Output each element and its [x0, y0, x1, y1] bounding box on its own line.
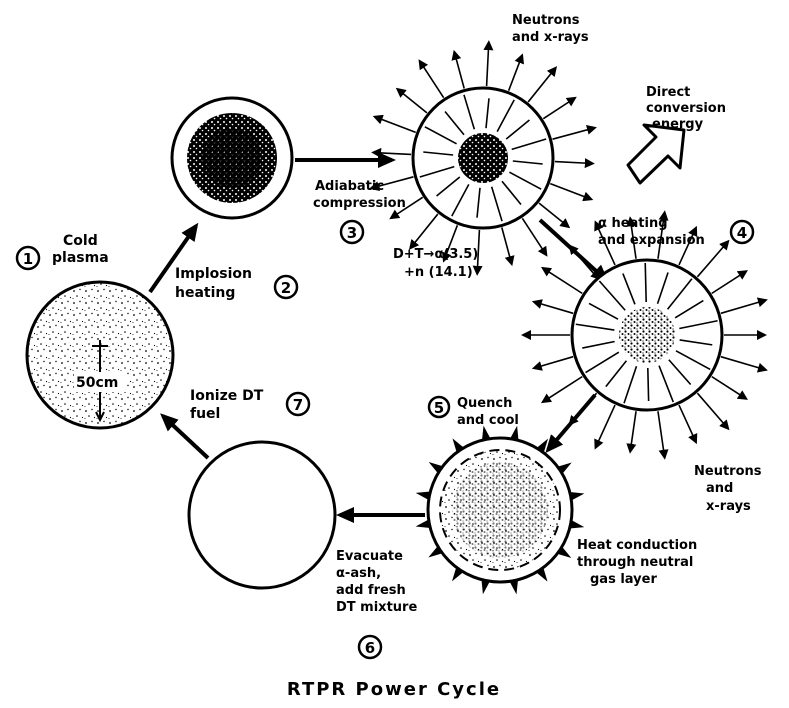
expansion-sphere — [523, 212, 766, 457]
svg-text:6: 6 — [365, 639, 375, 657]
svg-text:5: 5 — [434, 399, 444, 417]
neutron-ray — [397, 89, 427, 113]
arrow-4-to-5 — [548, 395, 595, 450]
neutron-ray — [410, 214, 438, 248]
evacuate-label-3: add fresh — [336, 583, 406, 598]
neutron-ray — [502, 228, 512, 265]
neutron-ray — [509, 55, 523, 91]
heat-spike — [481, 580, 489, 595]
diagram-title: RTPR Power Cycle — [287, 679, 501, 700]
quench-label-2: and cool — [457, 413, 519, 428]
cold-plasma-sphere — [27, 282, 173, 428]
heat-conduction-label-2: through neutral — [577, 555, 693, 570]
quench-sphere — [416, 426, 585, 595]
adiabatic-label-2: compression — [313, 196, 406, 211]
neutron-ray — [595, 405, 615, 448]
neutron-ray — [543, 98, 575, 119]
neutron-ray — [679, 405, 696, 442]
quench-label-1: Quench — [457, 396, 512, 411]
neutron-ray — [721, 357, 766, 370]
heat-spike — [510, 580, 518, 595]
neutron-ray — [712, 271, 746, 293]
arrow-6-to-1 — [163, 416, 208, 458]
neutron-ray — [697, 393, 728, 429]
evacuate-label-1: Evacuate — [336, 549, 403, 564]
step-5-marker: 5 — [429, 397, 449, 417]
evacuate-label-4: DT mixture — [336, 600, 417, 615]
neutron-ray — [630, 411, 636, 452]
step-4-marker: 4 — [731, 221, 753, 243]
step-1-marker: 1 — [17, 247, 39, 269]
reaction-label-1: D+T→α(3.5) — [393, 247, 478, 262]
empty-sphere — [189, 442, 335, 588]
expansion-neutrons-label-2: and — [706, 481, 733, 496]
direct-conversion-arrow-icon — [628, 125, 684, 183]
implosion-label-1: Implosion — [175, 266, 252, 282]
neutron-ray — [420, 61, 444, 98]
step-6-marker: 6 — [359, 636, 381, 658]
direct-label-2: conversion — [646, 101, 726, 116]
ionize-label-2: fuel — [190, 406, 220, 422]
neutron-ray — [375, 117, 416, 133]
heat-spike — [416, 491, 431, 499]
adiabatic-label-1: Adiabatic — [315, 179, 384, 194]
svg-text:4: 4 — [737, 224, 747, 242]
implosion-label-2: heating — [175, 285, 235, 301]
step-2-marker: 2 — [275, 276, 297, 298]
ionize-label-1: Ionize DT — [190, 388, 264, 404]
cold-plasma-label-1: Cold — [63, 233, 98, 249]
reaction-label-2: +n (14.1) — [404, 265, 473, 280]
neutron-ray — [658, 411, 665, 458]
step-3-marker: 3 — [341, 221, 363, 243]
neutron-ray — [553, 128, 595, 139]
heat-conduction-label-3: gas layer — [590, 572, 657, 587]
sphere-size-label: 50cm — [76, 375, 118, 391]
inner-ray — [648, 368, 649, 401]
alpha-heating-label-2: and expansion — [598, 233, 705, 248]
neutron-ray — [555, 162, 593, 164]
neutron-ray — [721, 300, 766, 313]
direct-label-1: Direct — [646, 85, 690, 100]
burn-neutrons-label-2: and x-rays — [512, 30, 589, 45]
neutron-ray — [570, 246, 597, 277]
burn-neutrons-label-1: Neutrons — [512, 13, 580, 28]
neutron-ray — [534, 357, 573, 369]
alpha-heating-label-1: α heating — [598, 216, 668, 231]
svg-text:2: 2 — [281, 279, 291, 297]
svg-text:7: 7 — [293, 396, 303, 414]
expansion-neutrons-label-3: x-rays — [706, 499, 751, 514]
neutron-ray — [550, 184, 591, 200]
svg-text:3: 3 — [347, 224, 357, 242]
cold-plasma-label-2: plasma — [52, 250, 109, 266]
heat-spike — [416, 520, 431, 528]
arrow-1-to-2 — [150, 226, 196, 292]
neutron-ray — [373, 153, 411, 155]
neutron-ray — [487, 42, 489, 86]
inner-ray — [645, 263, 646, 302]
neutron-ray — [712, 377, 746, 399]
neutron-ray — [454, 52, 464, 89]
neutron-ray — [543, 377, 583, 402]
heat-spike — [570, 492, 585, 500]
heat-conduction-label-1: Heat conduction — [577, 538, 697, 553]
neutron-ray — [534, 302, 573, 314]
svg-text:1: 1 — [23, 250, 33, 268]
evacuate-label-2: α-ash, — [336, 566, 381, 581]
implosion-sphere — [172, 98, 292, 218]
neutron-ray — [543, 268, 583, 293]
step-7-marker: 7 — [287, 393, 309, 415]
neutron-ray — [528, 68, 556, 102]
expansion-neutrons-label-1: Neutrons — [694, 464, 762, 479]
heat-spike — [570, 520, 585, 528]
